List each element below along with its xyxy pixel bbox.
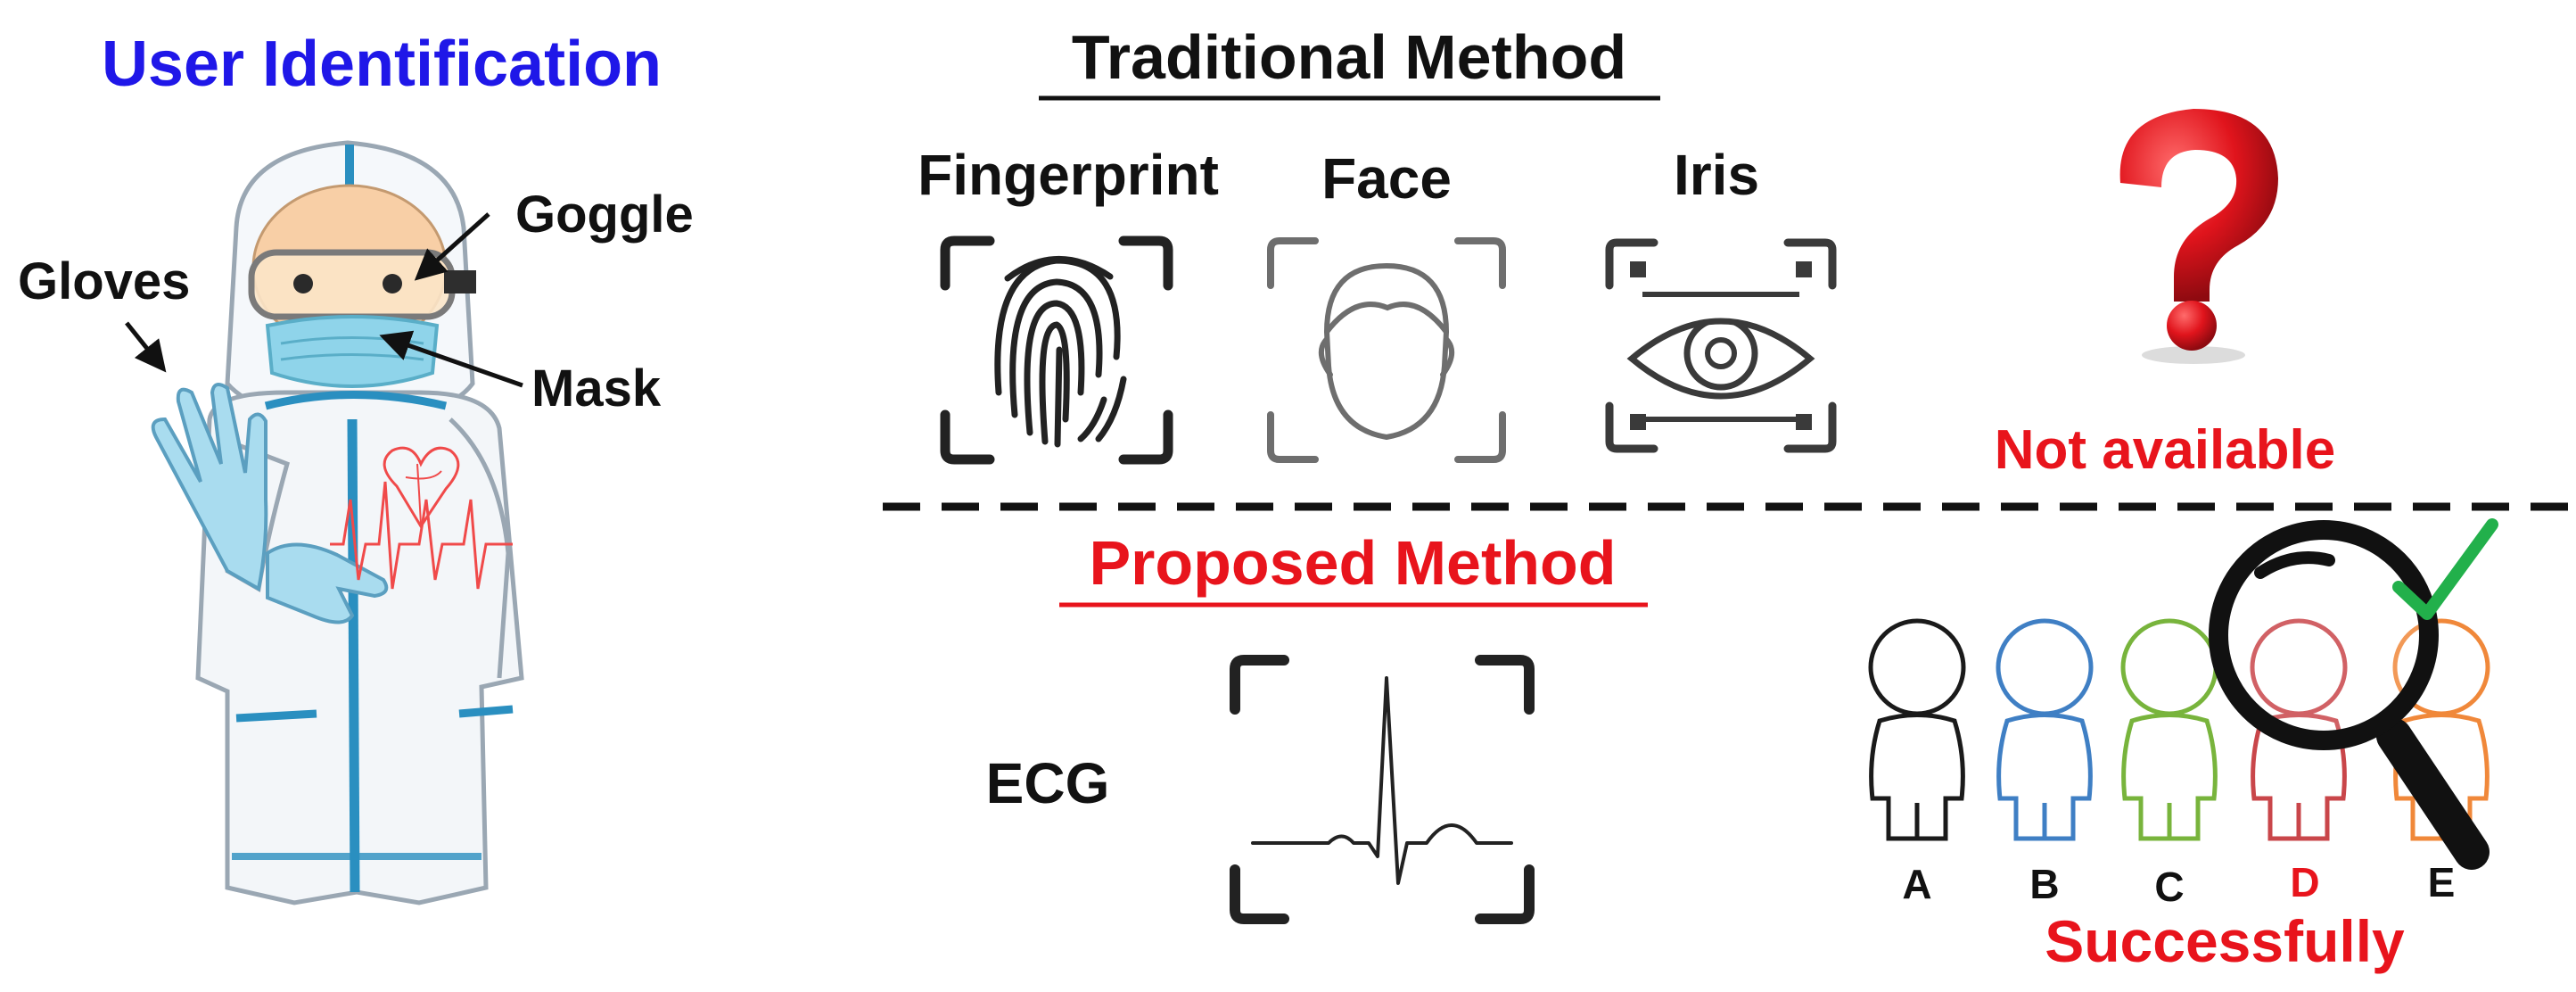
- user-label-a: A: [1902, 861, 1931, 907]
- face-icon: [1267, 237, 1506, 463]
- check-mark-icon: [2392, 518, 2498, 620]
- traditional-status: Not available: [1995, 419, 2335, 481]
- goggle-label: Goggle: [515, 186, 694, 244]
- user-figure-a: [1868, 618, 1966, 841]
- mask-label: Mask: [531, 360, 662, 417]
- user-label-b: B: [2029, 861, 2059, 907]
- user-figure-c: [2120, 618, 2218, 841]
- face-label: Face: [1321, 146, 1452, 211]
- mask-pointer-arrow: [379, 330, 523, 388]
- proposed-method-heading: Proposed Method: [1089, 528, 1616, 598]
- user-label-d: D: [2290, 859, 2319, 905]
- gloves-pointer-arrow: [125, 321, 167, 373]
- traditional-method-heading: Traditional Method: [1072, 22, 1626, 92]
- fingerprint-label: Fingerprint: [918, 143, 1219, 207]
- user-figure-b: [1996, 618, 2094, 841]
- proposed-status: Successfully: [2045, 908, 2405, 974]
- ecg-label: ECG: [986, 751, 1110, 815]
- page-title: User Identification: [102, 29, 662, 100]
- ppe-worker-illustration: [151, 140, 524, 905]
- gloves-label: Gloves: [18, 252, 190, 310]
- iris-label: Iris: [1674, 143, 1759, 207]
- magnifier-icon: [2209, 520, 2490, 870]
- fingerprint-icon: [940, 236, 1173, 465]
- proposed-method-section: Proposed Method ECG: [986, 518, 2498, 974]
- iris-icon: [1605, 238, 1837, 453]
- ecg-icon: [1230, 655, 1535, 924]
- question-mark-icon: [2119, 109, 2278, 364]
- traditional-method-section: Traditional Method Fingerprint Face Iris: [918, 22, 1837, 465]
- user-figures: [1868, 618, 2490, 841]
- user-label-c: C: [2154, 864, 2184, 910]
- goggle-pointer-arrow: [414, 212, 490, 281]
- user-label-e: E: [2428, 859, 2456, 905]
